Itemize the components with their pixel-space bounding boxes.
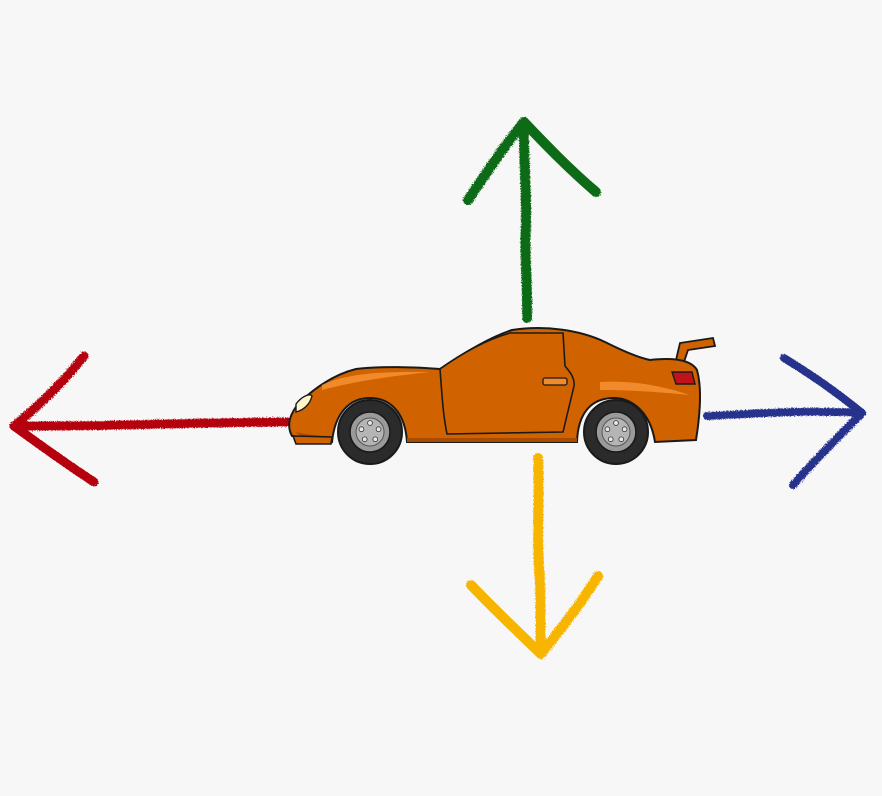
arrow-down	[466, 453, 603, 659]
car-door	[439, 332, 575, 435]
lug-nut	[375, 426, 382, 433]
lug-nut	[361, 436, 368, 443]
lug-nut	[613, 420, 619, 426]
car	[288, 327, 717, 465]
lug-nut	[358, 426, 365, 433]
lug-nut	[607, 436, 614, 443]
car-rear-highlight	[600, 381, 690, 395]
car-front-bumper	[291, 435, 333, 445]
lug-nut	[367, 420, 373, 426]
arrow-up	[463, 117, 601, 323]
car-spoiler	[674, 336, 717, 364]
rear-wheel	[583, 399, 649, 465]
lug-nut	[372, 436, 379, 443]
arrow-right	[703, 354, 866, 489]
headlight-icon	[295, 394, 313, 413]
car-highlight	[322, 371, 430, 390]
car-rocker-panel	[407, 438, 577, 442]
lug-nut	[604, 426, 611, 433]
lug-nut	[618, 436, 625, 443]
door-handle	[542, 377, 568, 386]
arrow-left	[9, 351, 293, 487]
front-wheel	[337, 399, 403, 465]
lug-nut	[621, 426, 628, 433]
taillight-icon	[671, 371, 696, 385]
